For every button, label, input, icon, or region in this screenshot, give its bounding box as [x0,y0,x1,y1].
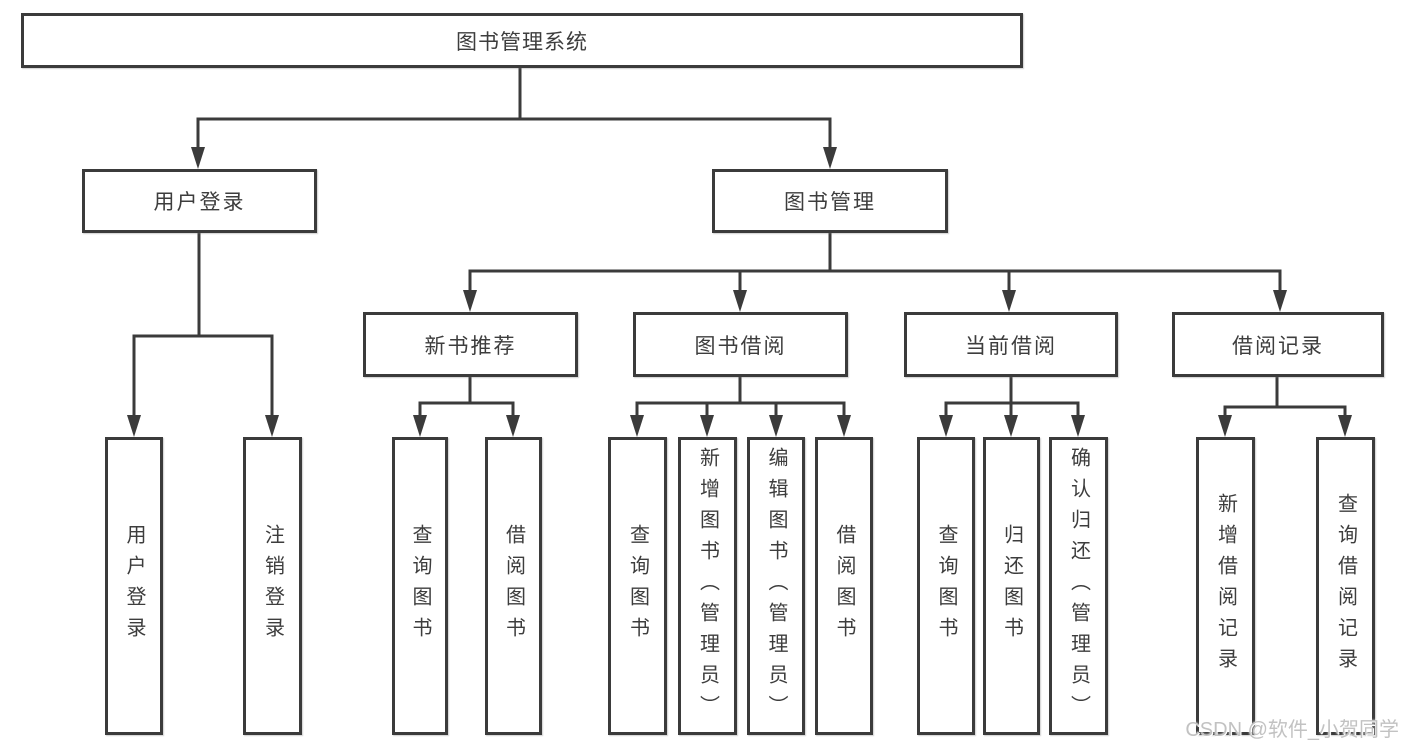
leaf-add-book-admin: 新增图书（管理员） [678,437,737,735]
arrowheads-borrow-record-children [1218,415,1352,437]
leaf-query-books-2: 查询图书 [608,437,667,735]
node-label: 用户登录 [123,524,145,648]
connector-book-borrow-children [635,377,846,418]
connector-new-book-children [418,377,515,418]
node-library-management-system: 图书管理系统 [21,13,1023,68]
arrowheads-book-management-children [463,290,1287,312]
arrowheads-current-borrow-children [939,415,1085,437]
arrowheads-user-login-children [127,415,279,437]
node-label: 借阅图书 [502,524,525,648]
leaf-query-borrow-record: 查询借阅记录 [1316,437,1375,735]
node-book-borrow: 图书借阅 [633,312,848,377]
node-borrow-records: 借阅记录 [1172,312,1384,377]
node-label: 图书管理 [784,191,876,214]
node-label: 查询图书 [935,524,957,648]
node-label: 新书推荐 [424,334,517,358]
node-label: 借阅记录 [1232,334,1324,358]
connector-borrow-record-children [1223,377,1347,418]
node-label: 新增图书（管理员） [696,446,719,726]
node-label: 查询图书 [626,524,649,648]
node-label: 查询借阅记录 [1334,493,1357,679]
arrowheads-new-book-children [413,415,520,437]
node-new-book-recommend: 新书推荐 [363,312,578,377]
node-current-borrow: 当前借阅 [904,312,1118,377]
node-label: 注销登录 [261,524,284,648]
node-label: 用户登录 [153,191,246,214]
node-label: 编辑图书（管理员） [765,446,787,726]
connector-current-borrow-children [944,377,1080,418]
node-label: 图书借阅 [694,334,787,358]
node-label: 当前借阅 [965,334,1057,358]
watermark: CSDN @软件_小贺同学 [1185,719,1399,741]
leaf-query-books-3: 查询图书 [917,437,975,735]
node-user-login: 用户登录 [82,169,317,233]
leaf-edit-book-admin: 编辑图书（管理员） [747,437,805,735]
node-label: 归还图书 [1000,524,1023,648]
leaf-confirm-return-admin: 确认归还（管理员） [1049,437,1108,735]
leaf-borrow-books-1: 借阅图书 [485,437,542,735]
connector-book-management-children [468,233,1282,293]
node-label: 确认归还（管理员） [1067,446,1090,726]
arrowheads-book-borrow-children [630,415,851,437]
node-label: 新增借阅记录 [1214,493,1237,679]
node-book-management: 图书管理 [712,169,948,233]
node-label: 图书管理系统 [456,30,588,54]
leaf-logout: 注销登录 [243,437,302,735]
leaf-borrow-books-2: 借阅图书 [815,437,873,735]
connector-user-login-children [132,233,274,418]
leaf-add-borrow-record: 新增借阅记录 [1196,437,1255,735]
leaf-user-login: 用户登录 [105,437,163,735]
leaf-query-books-1: 查询图书 [392,437,448,735]
arrowheads-root-to-level2 [191,147,837,169]
leaf-return-book: 归还图书 [983,437,1040,735]
node-label: 查询图书 [409,524,431,648]
node-label: 借阅图书 [833,524,855,648]
connector-root-to-level2 [196,68,832,150]
